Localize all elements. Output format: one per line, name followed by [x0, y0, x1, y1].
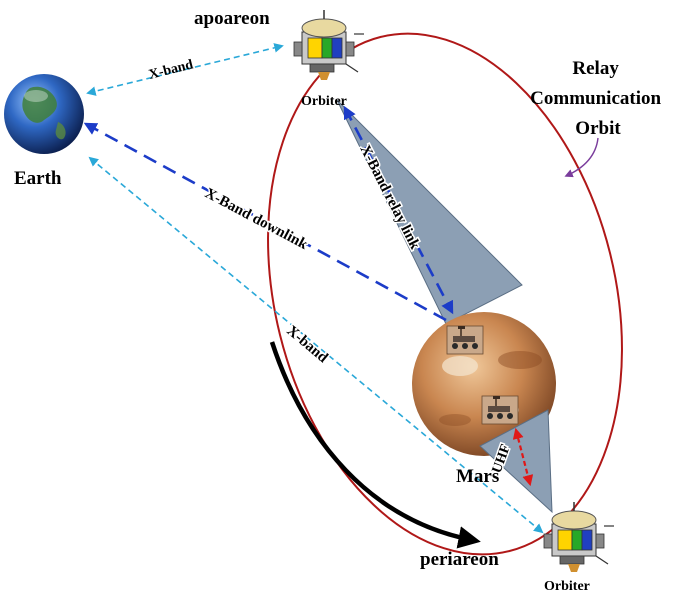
x-band-lower-link	[88, 156, 544, 534]
periareon-label: periareon	[420, 549, 499, 570]
mars-rover-icon	[446, 325, 484, 355]
apoareon-label: apoareon	[194, 8, 270, 29]
relay-beam-top	[336, 99, 523, 325]
x-band-relay-link	[343, 105, 454, 315]
orbiter-top-label: Orbiter	[301, 94, 347, 109]
earth-globe-icon	[4, 74, 84, 154]
orbit-callout-arrow	[564, 137, 599, 178]
orbit-title-line: Communication	[530, 88, 661, 109]
mars-rover-icon	[481, 395, 519, 425]
earth-label: Earth	[14, 168, 62, 189]
mars-label: Mars	[456, 466, 499, 487]
periareon-motion-arrow	[269, 341, 481, 549]
x-band-lower-label: X-band	[283, 323, 331, 367]
uhf-link	[512, 427, 534, 487]
orbit-title-line: Relay	[572, 58, 619, 79]
x-band-top-label: X-band	[147, 57, 195, 83]
satellite-orbiter-icon	[543, 501, 615, 573]
satellite-orbiter-icon	[293, 9, 365, 81]
x-band-top-link	[86, 43, 284, 96]
orbit-title-label: Relay Communication Orbit	[530, 58, 666, 139]
orbiter-bottom-label: Orbiter	[544, 579, 590, 594]
x-band-downlink-label: X-Band downlink	[202, 185, 311, 253]
orbit-title-line: Orbit	[575, 118, 621, 139]
